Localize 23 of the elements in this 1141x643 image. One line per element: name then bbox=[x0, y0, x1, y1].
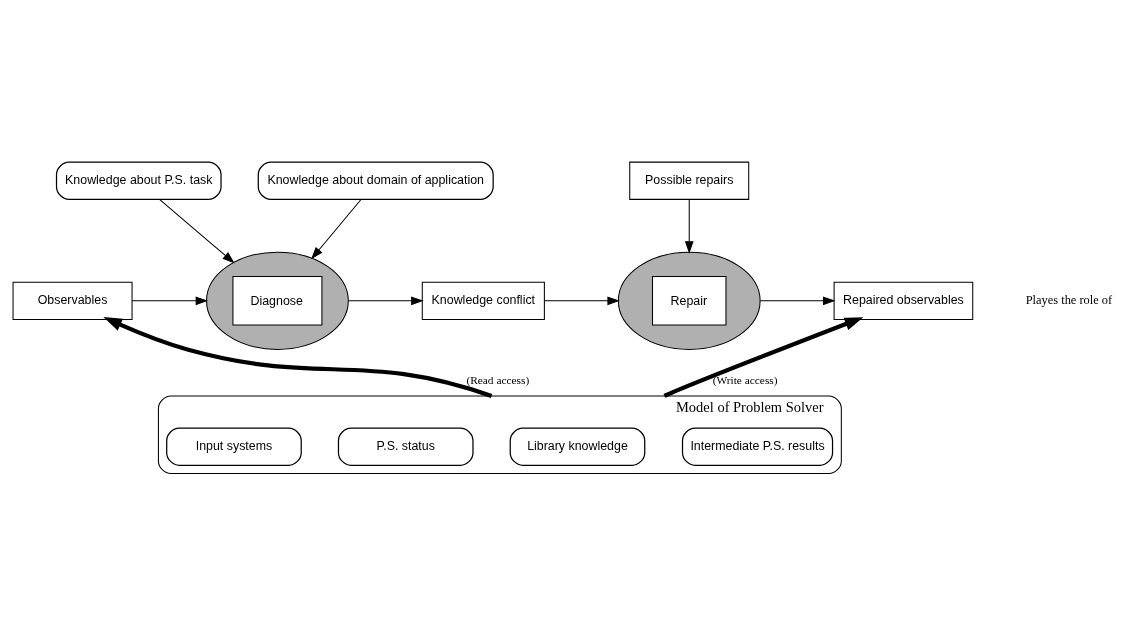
node-box: Knowledge conflict bbox=[421, 281, 545, 320]
arrow bbox=[311, 198, 362, 259]
node-box: Knowledge about P.S. task bbox=[55, 161, 222, 200]
node-box: Repaired observables bbox=[833, 281, 974, 320]
arrow bbox=[684, 198, 694, 254]
edge-label: (Read access) bbox=[466, 373, 530, 386]
node-box: Intermediate P.S. results bbox=[681, 426, 834, 466]
arrow bbox=[348, 295, 424, 305]
node-box: Knowledge about domain of application bbox=[257, 161, 494, 200]
arrow bbox=[759, 295, 836, 305]
node-box: P.S. status bbox=[337, 426, 474, 466]
arrow bbox=[663, 316, 864, 398]
arrow bbox=[131, 295, 209, 305]
node-box: Possible repairs bbox=[629, 161, 750, 200]
edge-label: (Write access) bbox=[712, 373, 778, 386]
node-box: Observables bbox=[12, 281, 133, 320]
arrow bbox=[159, 198, 235, 263]
arrow bbox=[543, 295, 620, 305]
arrow bbox=[103, 316, 493, 398]
label: Playes the role of bbox=[1025, 292, 1113, 307]
node-box: Library knowledge bbox=[509, 426, 646, 466]
node-box: Input systems bbox=[166, 426, 302, 466]
node-ellipse: Repair bbox=[617, 251, 761, 350]
